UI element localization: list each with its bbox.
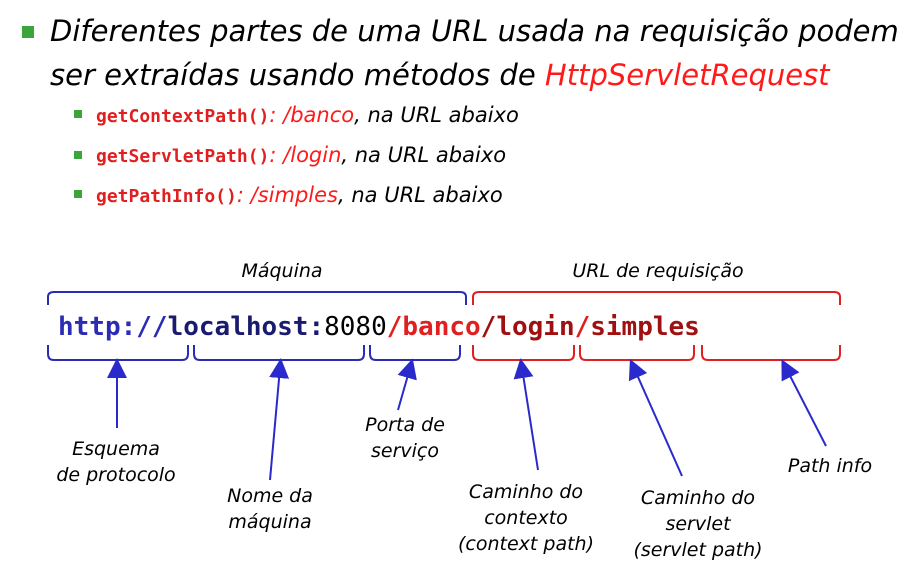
pathinfo-arrow: [781, 359, 827, 447]
port-arrow: [397, 358, 417, 411]
url-context: /banco: [386, 312, 481, 342]
host-arrow: [269, 358, 290, 481]
method-code: getServletPath(): [96, 146, 270, 167]
pathinfo-label: Path info: [787, 455, 873, 477]
request-brace: [472, 291, 841, 305]
bullet-sub: [74, 151, 82, 159]
url-servlet: /login: [480, 312, 575, 342]
url-slash: /: [574, 312, 591, 342]
url-text: http://localhost:8080/banco/login/simple…: [58, 312, 700, 342]
url-port: 8080: [324, 312, 387, 342]
machine-brace: [47, 291, 467, 305]
url-pathinfo: simples: [590, 312, 700, 342]
bullet-sub: [74, 110, 82, 118]
scheme-brace: [47, 345, 189, 361]
method-value: /simples: [250, 183, 338, 207]
servlet-arrow: [628, 358, 683, 477]
title-line-2: ser extraídas usando métodos de HttpServ…: [50, 58, 830, 92]
pathinfo-brace: [701, 345, 841, 361]
method-value: /login: [283, 143, 342, 167]
method-item: getPathInfo(): /simples, na URL abaixo: [96, 183, 503, 207]
context-arrow: [513, 358, 539, 471]
method-value: /banco: [283, 103, 355, 127]
class-name-highlight: HttpServletRequest: [544, 58, 830, 92]
url-host: localhost: [167, 312, 309, 342]
port-brace: [369, 345, 461, 361]
servlet-brace: [579, 345, 695, 361]
host-brace: [193, 345, 365, 361]
context-brace: [472, 345, 575, 361]
bullet-sub: [74, 190, 82, 198]
method-code: getContextPath(): [96, 106, 270, 127]
url-scheme: http://: [58, 312, 168, 342]
title-line-1: Diferentes partes de uma URL usada na re…: [50, 14, 899, 48]
method-item: getContextPath(): /banco, na URL abaixo: [96, 103, 519, 127]
bullet-main: [22, 26, 34, 38]
machine-label: Máquina: [241, 260, 323, 282]
method-item: getServletPath(): /login, na URL abaixo: [96, 143, 507, 167]
url-colon: :: [308, 312, 325, 342]
method-code: getPathInfo(): [96, 186, 237, 207]
request-url-label: URL de requisição: [572, 260, 744, 282]
